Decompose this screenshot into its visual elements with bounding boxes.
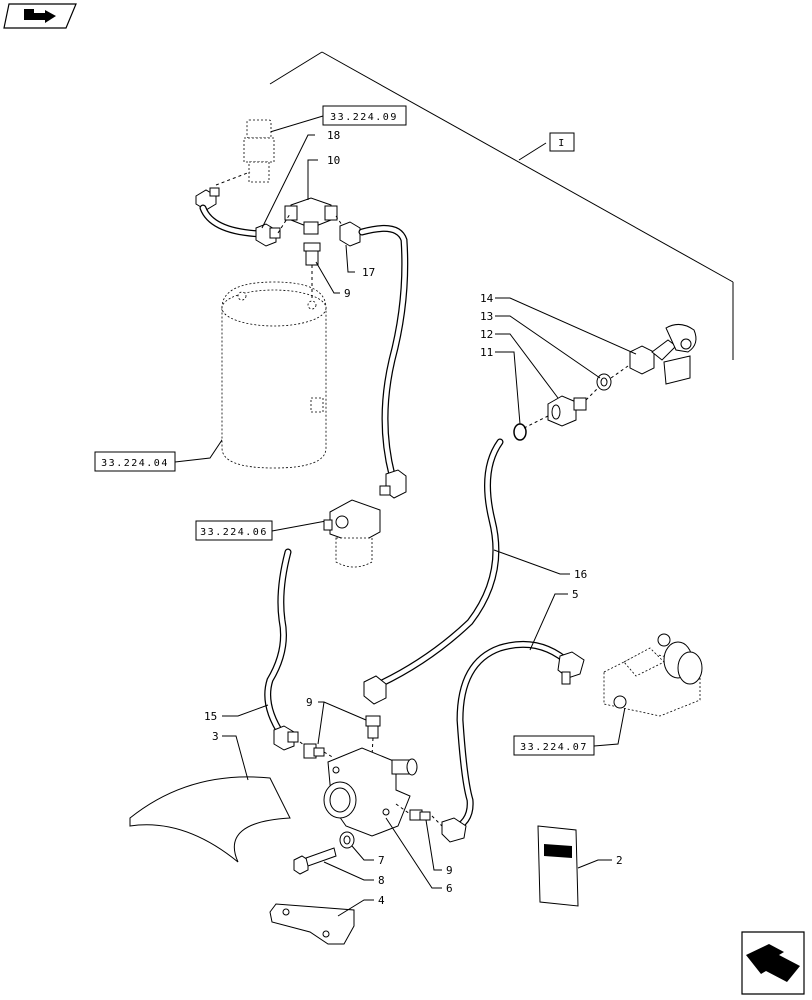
previous-page-arrow-icon[interactable] xyxy=(3,3,77,29)
fitting-9-left xyxy=(303,743,335,759)
reference-box-33-224-06[interactable]: 33.224.06 xyxy=(195,520,273,541)
relay-valve-6 xyxy=(323,747,418,837)
air-regulator-reference-part xyxy=(215,119,275,186)
fitting-9-middle xyxy=(365,715,381,757)
group-bracket xyxy=(269,51,734,360)
hose-5 xyxy=(448,640,574,834)
callout-3: 3 xyxy=(212,730,219,743)
hose-16 xyxy=(376,438,504,688)
hose-5-lower-fitting xyxy=(441,817,467,843)
callout-11: 11 xyxy=(480,346,493,359)
callout-12: 12 xyxy=(480,328,493,341)
reference-label: 33.224.09 xyxy=(330,112,398,123)
callout-13: 13 xyxy=(480,310,493,323)
compressor-reference-part xyxy=(603,633,703,717)
callout-2: 2 xyxy=(616,854,623,867)
reference-label: 33.224.04 xyxy=(101,458,169,469)
o-ring-11 xyxy=(513,423,527,441)
callout-9-right: 9 xyxy=(446,864,453,877)
hose-upper-left xyxy=(199,204,266,238)
hose-16-end-fitting xyxy=(363,675,387,705)
washer-13 xyxy=(596,373,612,391)
bracket-4 xyxy=(269,903,355,945)
next-page-arrow-icon[interactable] xyxy=(741,931,805,995)
reference-box-33-224-07[interactable]: 33.224.07 xyxy=(513,735,595,756)
group-reference-text: I xyxy=(558,138,566,149)
air-tank-reference-part xyxy=(221,281,327,469)
leader-lines xyxy=(222,134,637,917)
manual-2 xyxy=(537,825,579,907)
callout-8: 8 xyxy=(378,874,385,887)
callout-18: 18 xyxy=(327,129,340,142)
reference-label: 33.224.07 xyxy=(520,742,588,753)
connector-18 xyxy=(255,223,281,247)
tee-fitting-10 xyxy=(284,197,338,235)
heat-shield-3 xyxy=(129,776,291,863)
reference-box-33-224-09[interactable]: 33.224.09 xyxy=(322,105,407,126)
callout-4: 4 xyxy=(378,894,385,907)
hose-15 xyxy=(264,548,292,739)
callout-9-upper: 9 xyxy=(344,287,351,300)
callout-9-middle: 9 xyxy=(306,696,313,709)
sensor-14 xyxy=(629,324,697,385)
callout-5: 5 xyxy=(572,588,579,601)
fitting-9-upper xyxy=(303,242,321,300)
pressure-switch-12 xyxy=(547,395,587,427)
elbow-fitting xyxy=(195,187,220,211)
valve-reference-part xyxy=(323,499,381,568)
callout-16: 16 xyxy=(574,568,587,581)
fitting-9-right xyxy=(395,803,431,821)
callout-17: 17 xyxy=(362,266,375,279)
callout-7: 7 xyxy=(378,854,385,867)
hose-right-vertical xyxy=(358,224,409,479)
connector-17 xyxy=(339,221,361,247)
bolt-8 xyxy=(293,847,337,875)
hose-5-upper-fitting xyxy=(557,651,585,685)
group-reference-box: I xyxy=(549,132,575,152)
callout-14: 14 xyxy=(480,292,494,305)
reference-box-33-224-04[interactable]: 33.224.04 xyxy=(94,451,176,472)
callout-15: 15 xyxy=(204,710,217,723)
hose-15-end-fitting xyxy=(273,725,299,751)
callout-10: 10 xyxy=(327,154,340,167)
callout-numbers: 18 10 17 9 14 13 12 11 16 5 15 3 9 9 7 8… xyxy=(204,129,623,907)
reference-label: 33.224.06 xyxy=(200,527,268,538)
elbow-on-valve xyxy=(379,469,407,499)
washer-7 xyxy=(339,831,355,849)
callout-6: 6 xyxy=(446,882,453,895)
